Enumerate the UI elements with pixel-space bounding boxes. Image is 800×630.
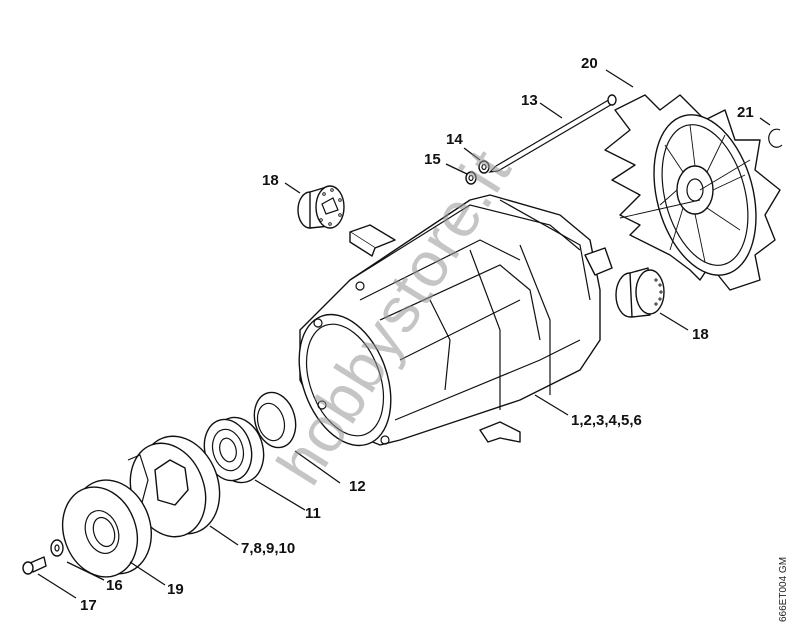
washer-small (50, 539, 64, 557)
label-part-15: 15 (424, 151, 441, 168)
label-part-17: 17 (80, 597, 97, 614)
label-part-16: 16 (106, 577, 123, 594)
leader-lines (37, 69, 771, 599)
leader-12 (294, 450, 341, 484)
screw (22, 556, 47, 575)
leader-17 (37, 573, 77, 599)
label-part-18-right: 18 (692, 326, 709, 343)
pulley (61, 479, 153, 578)
motor-housing (298, 194, 613, 447)
ball-bearing (203, 416, 265, 484)
leader-16 (66, 561, 105, 581)
leader-13 (539, 102, 563, 119)
leader-18-right (659, 312, 689, 331)
label-part-11: 11 (305, 505, 321, 522)
label-part-13: 13 (521, 92, 538, 109)
leader-11 (254, 479, 306, 511)
label-part-20: 20 (581, 55, 598, 72)
label-part-12: 12 (349, 478, 366, 495)
nut (478, 160, 490, 174)
leader-15 (445, 163, 468, 175)
label-part-18-left: 18 (262, 172, 279, 189)
label-part-14: 14 (446, 131, 463, 148)
leader-7-10 (209, 525, 239, 546)
long-bolt (488, 94, 617, 173)
leader-18-left (284, 182, 301, 194)
clutch-drum (127, 435, 221, 538)
label-part-1-6: 1,2,3,4,5,6 (571, 412, 642, 429)
leader-20 (605, 69, 634, 88)
drawing-code: 666ET004 GM (778, 556, 789, 622)
damper-left (297, 185, 345, 229)
fan (604, 94, 781, 291)
leader-21 (759, 117, 771, 126)
leader-14 (463, 147, 481, 161)
label-part-7-10: 7,8,9,10 (241, 540, 296, 557)
leader-1-6 (534, 394, 569, 416)
circlip (768, 128, 783, 148)
washer-top (465, 171, 477, 185)
label-part-21: 21 (737, 104, 754, 121)
seal-ring (253, 391, 297, 449)
leader-19 (129, 561, 166, 586)
label-part-19: 19 (167, 581, 184, 598)
damper-right (615, 267, 665, 318)
